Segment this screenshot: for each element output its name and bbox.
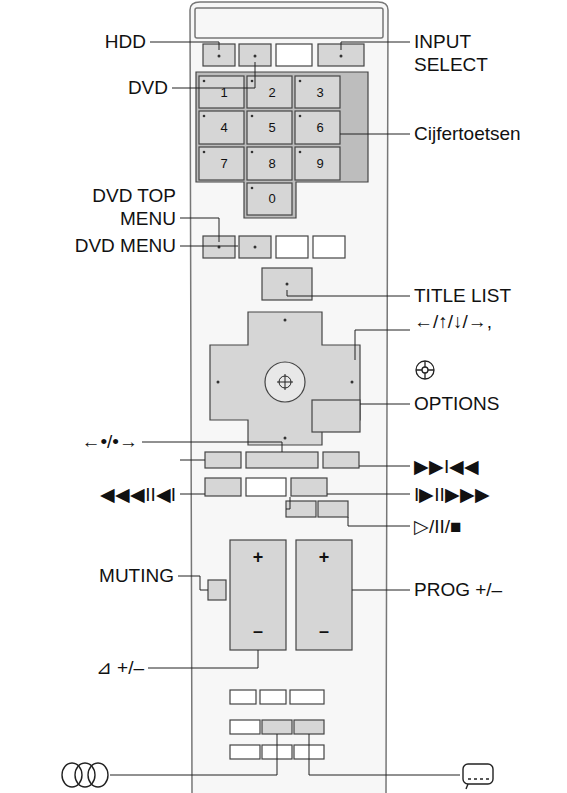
digit-key: 5 <box>268 121 275 135</box>
button-name: ←•/•→ <box>81 430 138 453</box>
prog-rocker <box>296 540 352 650</box>
digit-key: 0 <box>268 192 275 206</box>
digit-key: 7 <box>220 157 227 171</box>
button-name: DVD <box>128 76 168 99</box>
button-name: TITLE LIST <box>414 284 511 307</box>
enter-button <box>265 362 305 402</box>
button-name: ▷/II/■ <box>414 515 462 538</box>
button-name: ▶▶I◀◀ <box>414 455 479 478</box>
button-name: DVD MENU <box>75 234 176 257</box>
rocker-mark: – <box>319 622 329 640</box>
muting-button <box>208 580 226 600</box>
digit-key: 8 <box>268 157 275 171</box>
audio-button <box>262 720 292 734</box>
play-button <box>246 478 286 496</box>
button-name: ←/↑/↓/→, <box>414 310 492 333</box>
rocker-mark: – <box>253 622 263 640</box>
rocker-mark: + <box>319 548 330 566</box>
button-name: I▶II▶▶▶ <box>414 483 490 506</box>
digit-key: 6 <box>316 121 323 135</box>
digit-key: 2 <box>268 86 275 100</box>
digit-key: 4 <box>220 121 227 135</box>
instant-replay-advance-button <box>246 452 318 468</box>
direction-pad <box>210 312 360 445</box>
digit-key: 1 <box>220 86 227 100</box>
options-button <box>312 400 360 432</box>
leader-lines <box>110 42 460 775</box>
audio-symbol <box>62 763 108 787</box>
button-name: HDD <box>105 30 146 53</box>
digit-key: 9 <box>316 157 323 171</box>
button-name: DVD TOP MENU <box>46 184 176 230</box>
button-name: Cijfertoetsen <box>414 122 521 145</box>
button-name: INPUT SELECT <box>414 30 534 76</box>
button-name: MUTING <box>99 564 174 587</box>
remote-housing <box>190 2 388 793</box>
digit-key: 3 <box>316 86 323 100</box>
dvd-menu-button <box>239 236 271 258</box>
teletext-button <box>294 720 324 734</box>
rocker-mark: + <box>253 548 264 566</box>
button-dots <box>203 55 354 440</box>
button-name: PROG +/– <box>414 578 502 601</box>
number-pad <box>196 72 368 218</box>
button-name: ⊿ +/– <box>96 656 144 679</box>
teletext-symbol <box>463 764 493 789</box>
volume-rocker <box>230 540 286 650</box>
button-name: OPTIONS <box>414 392 500 415</box>
button-name: ◀◀◀II◀I <box>100 483 176 506</box>
